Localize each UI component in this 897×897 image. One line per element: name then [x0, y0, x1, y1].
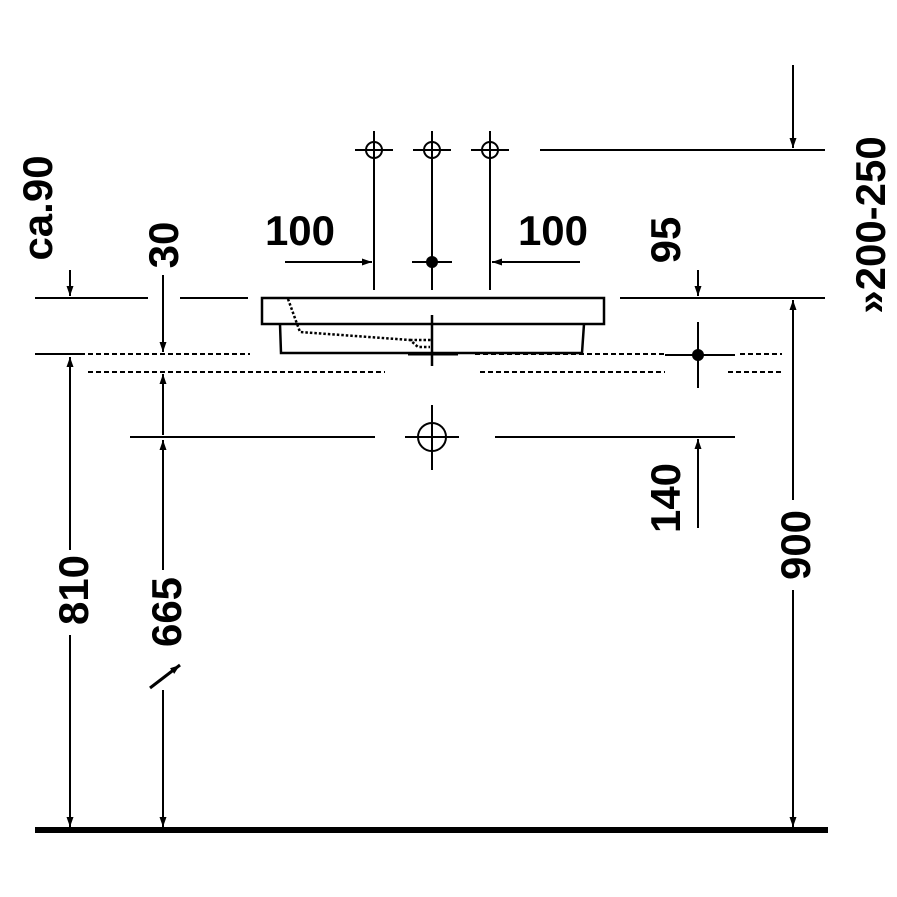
dimension-200-250: »200-250 — [847, 136, 894, 314]
dimension-100-right: 100 — [518, 207, 588, 254]
dimension-30: 30 — [140, 222, 187, 269]
dimension-810: 810 — [50, 555, 97, 625]
dimension-95: 95 — [642, 217, 689, 264]
tap-holes — [355, 131, 509, 290]
dimension-665: 665 — [143, 577, 190, 647]
dimension-ca-90: ca.90 — [14, 155, 61, 260]
washbasin — [260, 296, 606, 366]
dimension-140: 140 — [642, 463, 689, 533]
dimension-100-left: 100 — [265, 207, 335, 254]
tap-hole-icon — [471, 131, 509, 290]
dimension-900: 900 — [772, 510, 819, 580]
reference-arrow-icon — [149, 663, 181, 690]
waste-outlet-icon — [405, 405, 459, 470]
tap-hole-icon — [355, 131, 393, 290]
